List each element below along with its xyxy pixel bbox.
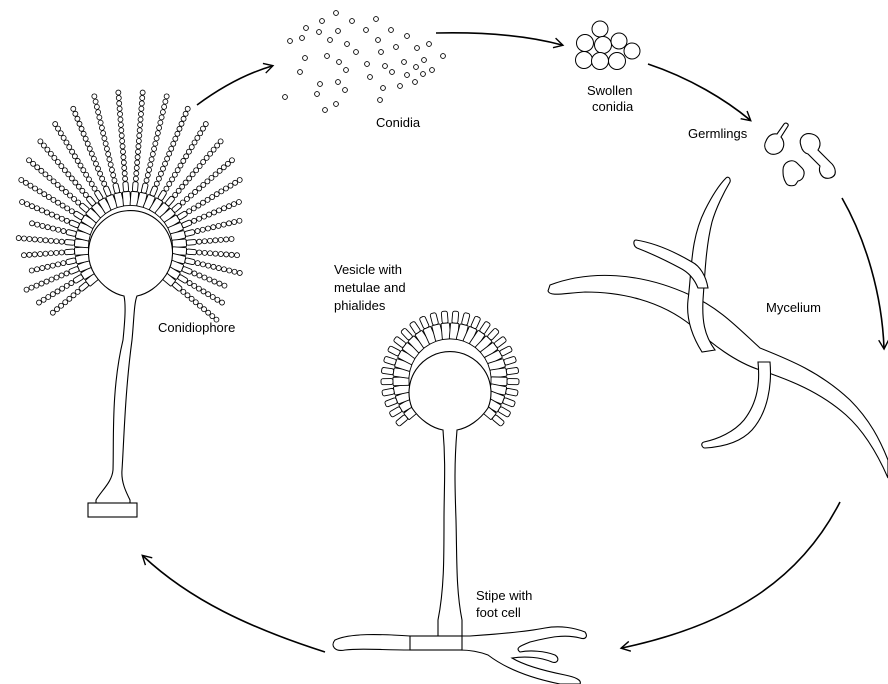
- label-mycelium: Mycelium: [766, 300, 821, 315]
- label-vesicle: Vesicle with metulae and phialides: [334, 262, 409, 313]
- swollen-conidia-cluster: [576, 21, 641, 70]
- conidia-spores: [283, 11, 446, 113]
- arrow-conidiophore-to-conidia: [197, 66, 272, 105]
- arrow-germlings-to-mycelium: [842, 198, 884, 348]
- arrow-swollen-to-germlings: [648, 64, 750, 120]
- label-swollen-conidia: Swollen conidia: [587, 83, 636, 114]
- label-conidia: Conidia: [376, 115, 421, 130]
- arrow-conidia-to-swollen: [436, 33, 562, 45]
- label-germlings: Germlings: [688, 126, 748, 141]
- germlings: [765, 123, 836, 186]
- arrow-mycelium-to-stipe: [622, 502, 840, 648]
- conidiophore: [16, 90, 242, 517]
- label-stipe: Stipe with foot cell: [476, 588, 536, 620]
- mycelium: [548, 177, 888, 478]
- label-conidiophore: Conidiophore: [158, 320, 235, 335]
- arrow-stipe-to-conidiophore: [143, 556, 325, 652]
